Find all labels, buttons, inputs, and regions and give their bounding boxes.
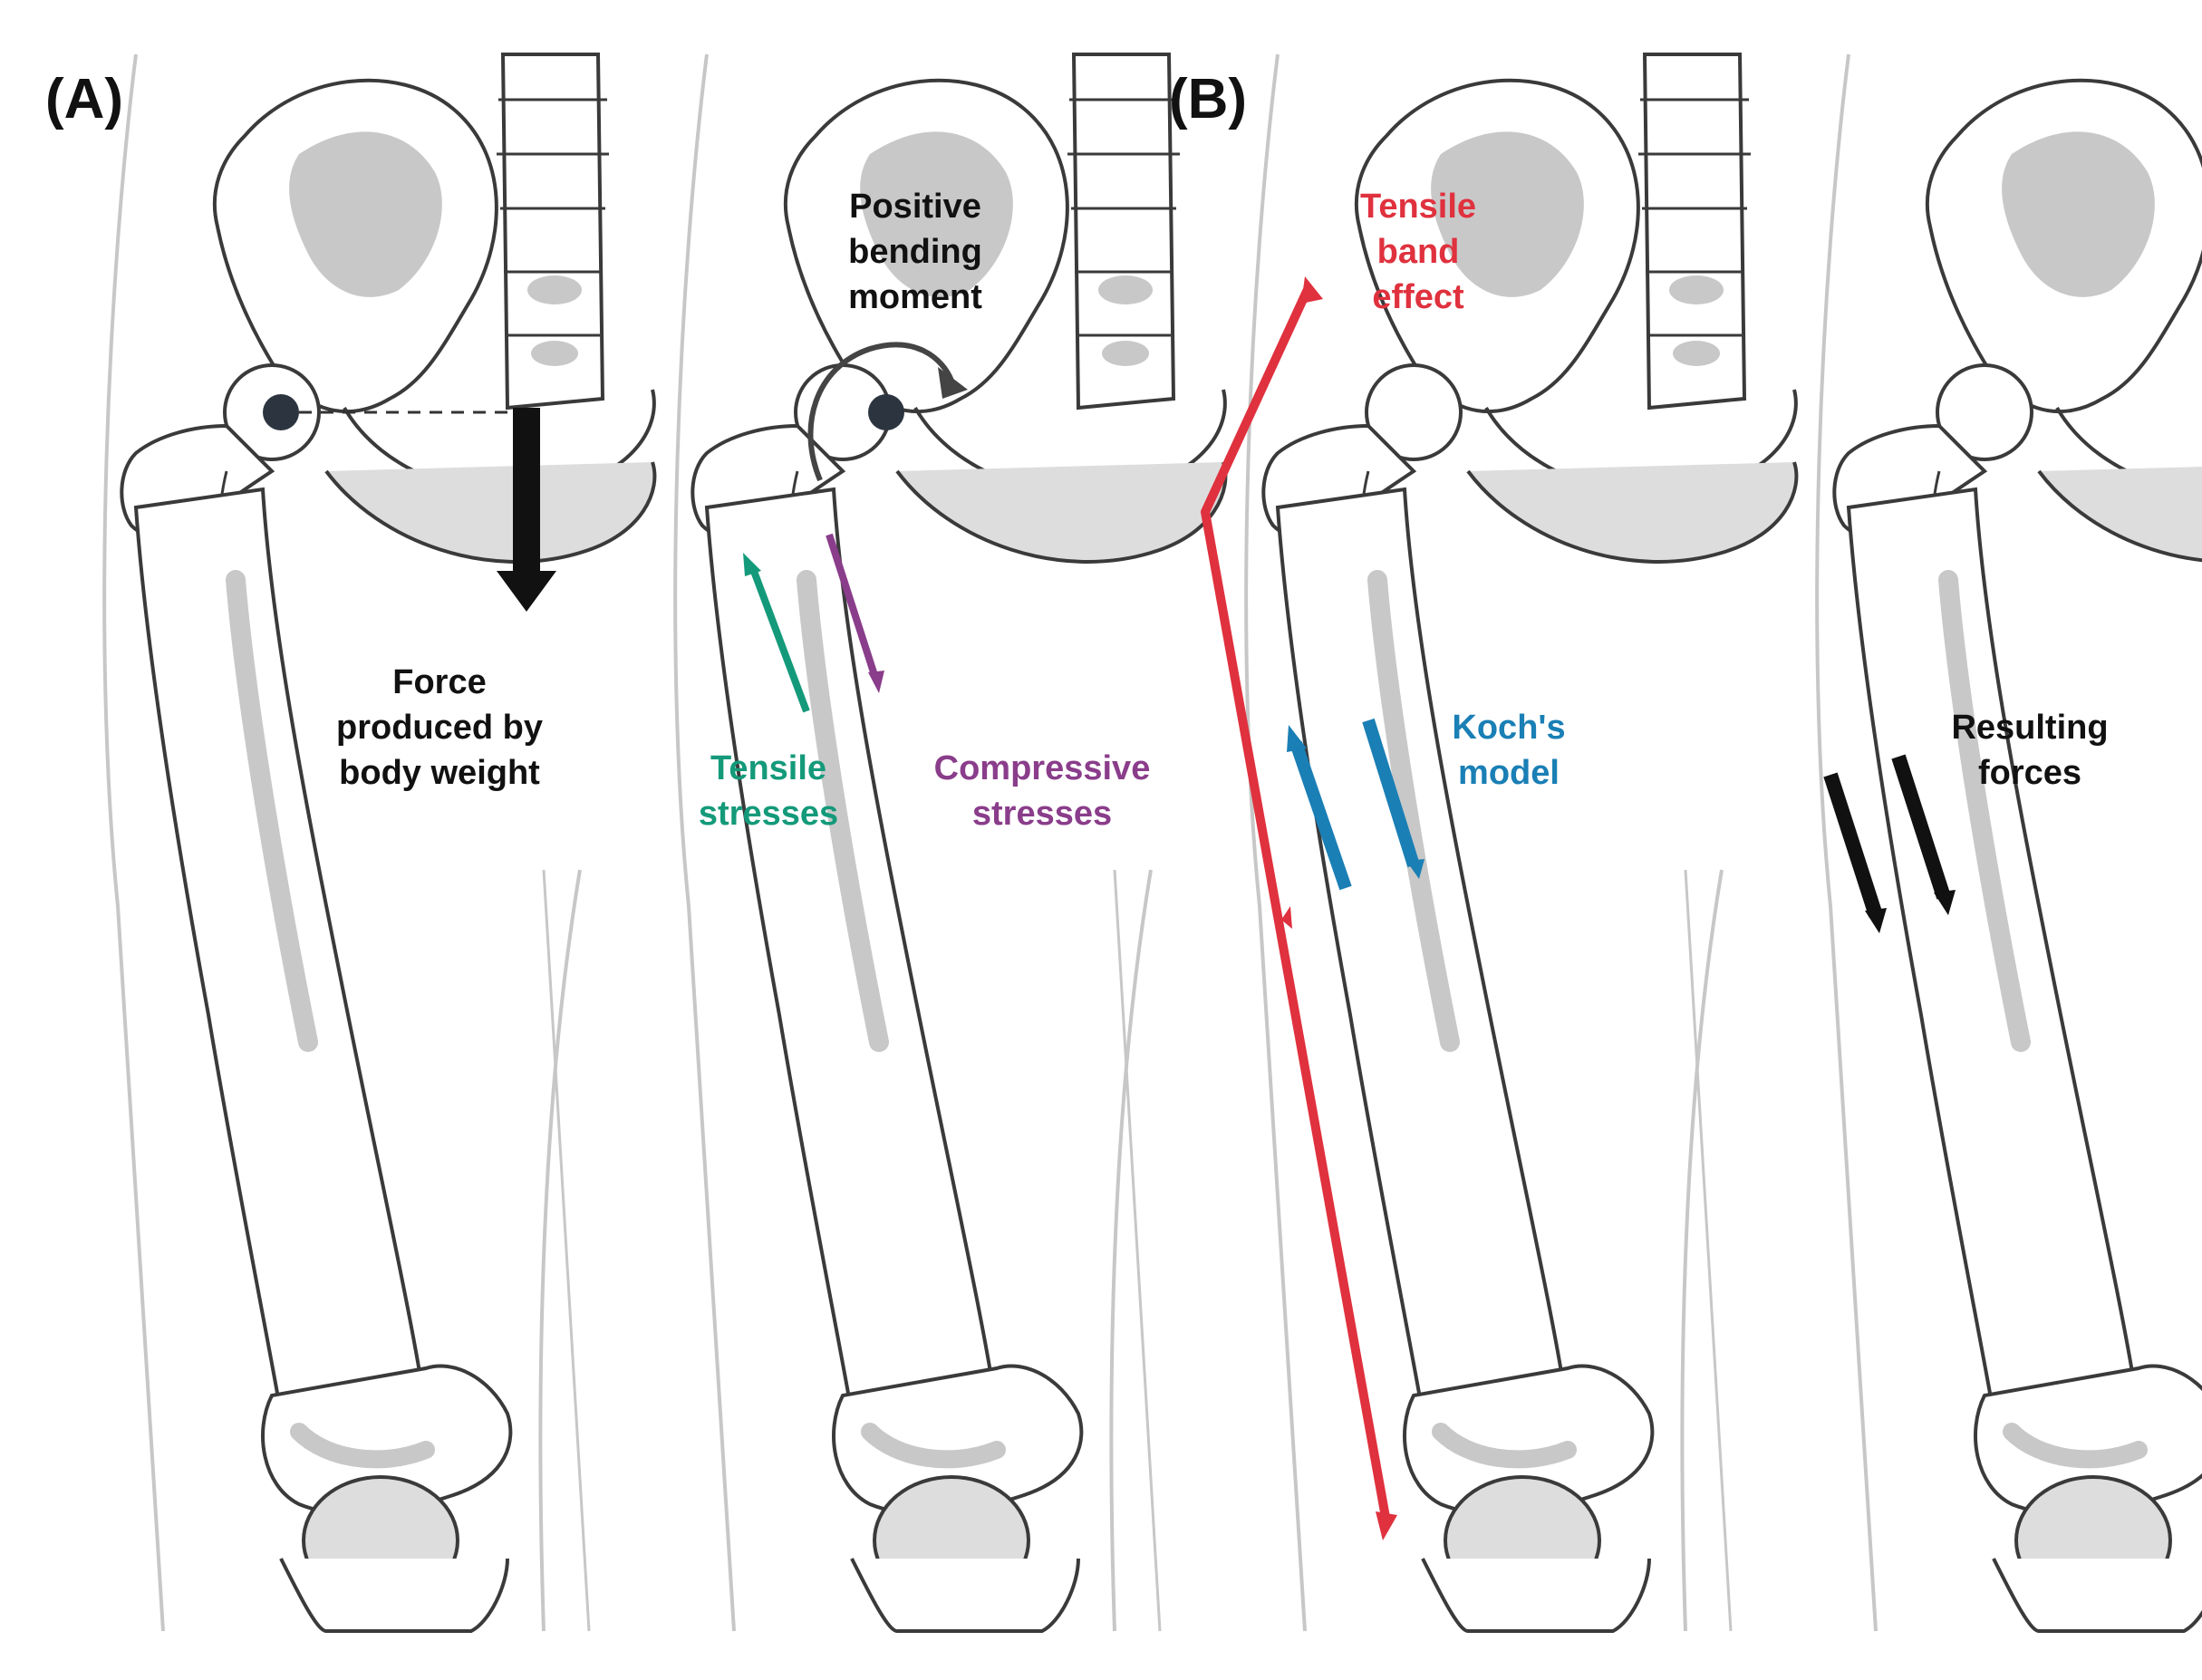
- resulting-force-arrow-icon: [1823, 754, 1956, 933]
- moment-label-line3: moment: [848, 278, 982, 316]
- resulting-forces-label-line2: forces: [1978, 754, 2081, 792]
- moment-label-line1: Positive: [849, 188, 981, 226]
- tensile-band-label-line2: band: [1377, 233, 1460, 271]
- panel-label-b: (B): [1169, 68, 1247, 130]
- resulting-forces-label-line1: Resulting: [1951, 709, 2108, 747]
- koch-model-label-line2: model: [1458, 754, 1560, 792]
- hip-joint-dot-icon: [868, 394, 904, 430]
- koch-model-arrow-icon: [1287, 718, 1425, 891]
- bending-moment-arrow-icon: [807, 342, 968, 482]
- hip-joint-dot-icon: [263, 394, 299, 430]
- compressive-stresses-label-line1: Compressive: [934, 749, 1151, 787]
- panel-4-bone: [1817, 54, 2202, 1631]
- tensile-band-arrow-icon: [1201, 276, 1397, 1540]
- compressive-stresses-label-line2: stresses: [972, 795, 1112, 833]
- compressive-stress-arrow-icon: [826, 533, 884, 693]
- tensile-stresses-label-line1: Tensile: [710, 749, 826, 787]
- tensile-band-label-line1: Tensile: [1360, 188, 1476, 226]
- tensile-stress-arrow-icon: [743, 553, 810, 713]
- body-weight-arrow-icon: [497, 408, 556, 612]
- tensile-stresses-label-line2: stresses: [699, 795, 838, 833]
- force-label-line3: body weight: [339, 754, 540, 792]
- moment-label-line2: bending: [848, 233, 982, 271]
- force-label-line2: produced by: [336, 709, 543, 747]
- koch-model-label-line1: Koch's: [1452, 709, 1565, 747]
- panel-label-a: (A): [45, 68, 123, 130]
- panel-1-bone: [104, 54, 654, 1631]
- tensile-band-label-line3: effect: [1372, 278, 1464, 316]
- force-label-line1: Force: [392, 663, 486, 701]
